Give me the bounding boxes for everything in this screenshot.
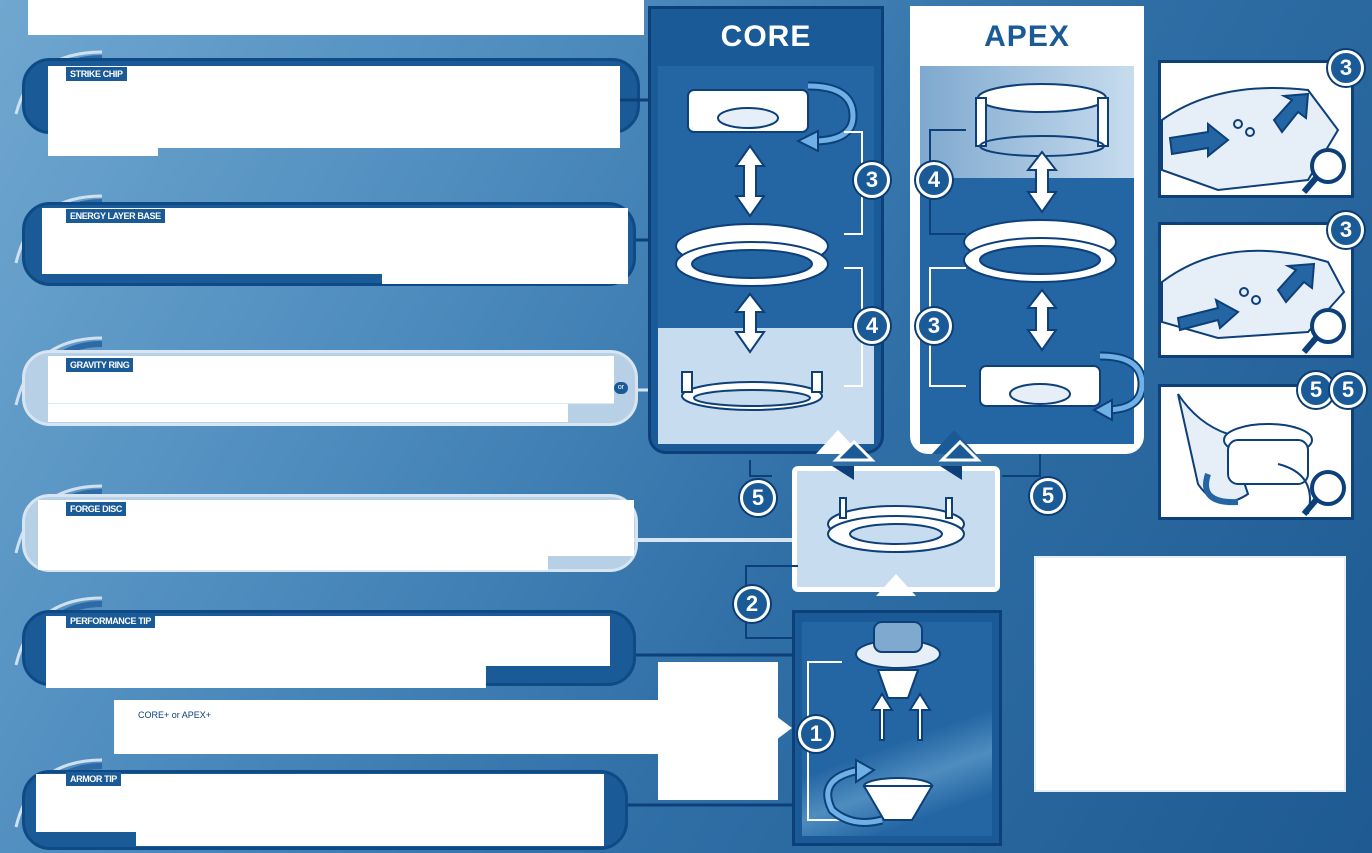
strike-chip-icon bbox=[979, 365, 1101, 407]
core-title: CORE bbox=[720, 20, 812, 53]
forge-disc-icon bbox=[827, 497, 965, 553]
double-arrow-icon bbox=[1025, 288, 1059, 352]
apex-title: APEX bbox=[984, 20, 1070, 53]
step-badge-4: 4 bbox=[916, 162, 952, 198]
detail-panel-3: 5 5 bbox=[1158, 372, 1366, 520]
pointer-arrow-icon bbox=[776, 716, 792, 740]
detail-panel-1: 3 bbox=[1158, 50, 1364, 198]
info-box bbox=[1034, 556, 1346, 792]
gravity-ring-icon bbox=[681, 371, 823, 411]
part-label: FORGE DISC bbox=[66, 502, 127, 516]
detail-panel-2: 3 bbox=[1158, 212, 1364, 358]
step-badge-5: 5 bbox=[1298, 372, 1334, 408]
core-column: CORE bbox=[648, 6, 890, 454]
step-badge-5: 5 bbox=[1330, 372, 1366, 408]
double-arrow-icon bbox=[734, 144, 766, 218]
performance-tip-panel bbox=[792, 610, 1002, 846]
step-badge-3: 3 bbox=[916, 308, 952, 344]
apex-column: APEX 4 3 bbox=[910, 6, 1144, 454]
note-text: CORE+ or APEX+ bbox=[138, 710, 212, 720]
part-label: PERFORMANCE TIP bbox=[66, 614, 156, 628]
forge-disc-assembly bbox=[792, 466, 1002, 596]
magnifier-icon bbox=[1301, 470, 1346, 516]
note-box: CORE+ or APEX+ bbox=[114, 662, 794, 800]
apex-diagram bbox=[929, 83, 1144, 454]
part-label: STRIKE CHIP bbox=[66, 67, 127, 81]
magnifier-icon bbox=[1301, 308, 1346, 354]
double-arrow-icon bbox=[733, 292, 767, 354]
part-energy-layer-base: ENERGY LAYER BASE bbox=[0, 188, 640, 288]
energy-layer-ring-icon bbox=[675, 223, 829, 287]
step-badge-3: 3 bbox=[854, 162, 890, 198]
double-arrow-icon bbox=[1025, 150, 1059, 214]
gravity-ring-icon bbox=[975, 83, 1109, 157]
part-armor-tip: ARMOR TIP bbox=[0, 752, 650, 853]
step-badge-3: 3 bbox=[1328, 50, 1364, 86]
armor-tip-icon bbox=[862, 777, 934, 821]
assembly-lines bbox=[745, 439, 1041, 639]
part-label: ARMOR TIP bbox=[66, 772, 121, 786]
step-badge-2: 2 bbox=[734, 586, 770, 622]
part-label: ENERGY LAYER BASE bbox=[66, 209, 165, 223]
energy-layer-ring-icon bbox=[963, 219, 1117, 283]
part-gravity-ring: GRAVITY RING or bbox=[0, 330, 650, 430]
step-badge-5: 5 bbox=[740, 480, 776, 516]
magnifier-icon bbox=[1301, 148, 1346, 194]
step-badge-3: 3 bbox=[1328, 212, 1364, 248]
header-blank-bar bbox=[28, 0, 644, 35]
part-forge-disc: FORGE DISC bbox=[0, 478, 800, 578]
or-badge: or bbox=[614, 382, 628, 394]
step-badge-4: 4 bbox=[854, 308, 890, 344]
part-label: GRAVITY RING bbox=[66, 358, 134, 372]
part-performance-tip: PERFORMANCE TIP bbox=[0, 590, 650, 690]
step-badge-5: 5 bbox=[1030, 478, 1066, 514]
strike-chip-icon bbox=[687, 89, 809, 133]
core-diagram bbox=[675, 81, 863, 454]
up-arrow-icon bbox=[870, 692, 932, 741]
step-badge-1: 1 bbox=[798, 716, 834, 752]
performance-tip-icon bbox=[855, 621, 941, 699]
part-strike-chip: STRIKE CHIP bbox=[0, 44, 640, 156]
